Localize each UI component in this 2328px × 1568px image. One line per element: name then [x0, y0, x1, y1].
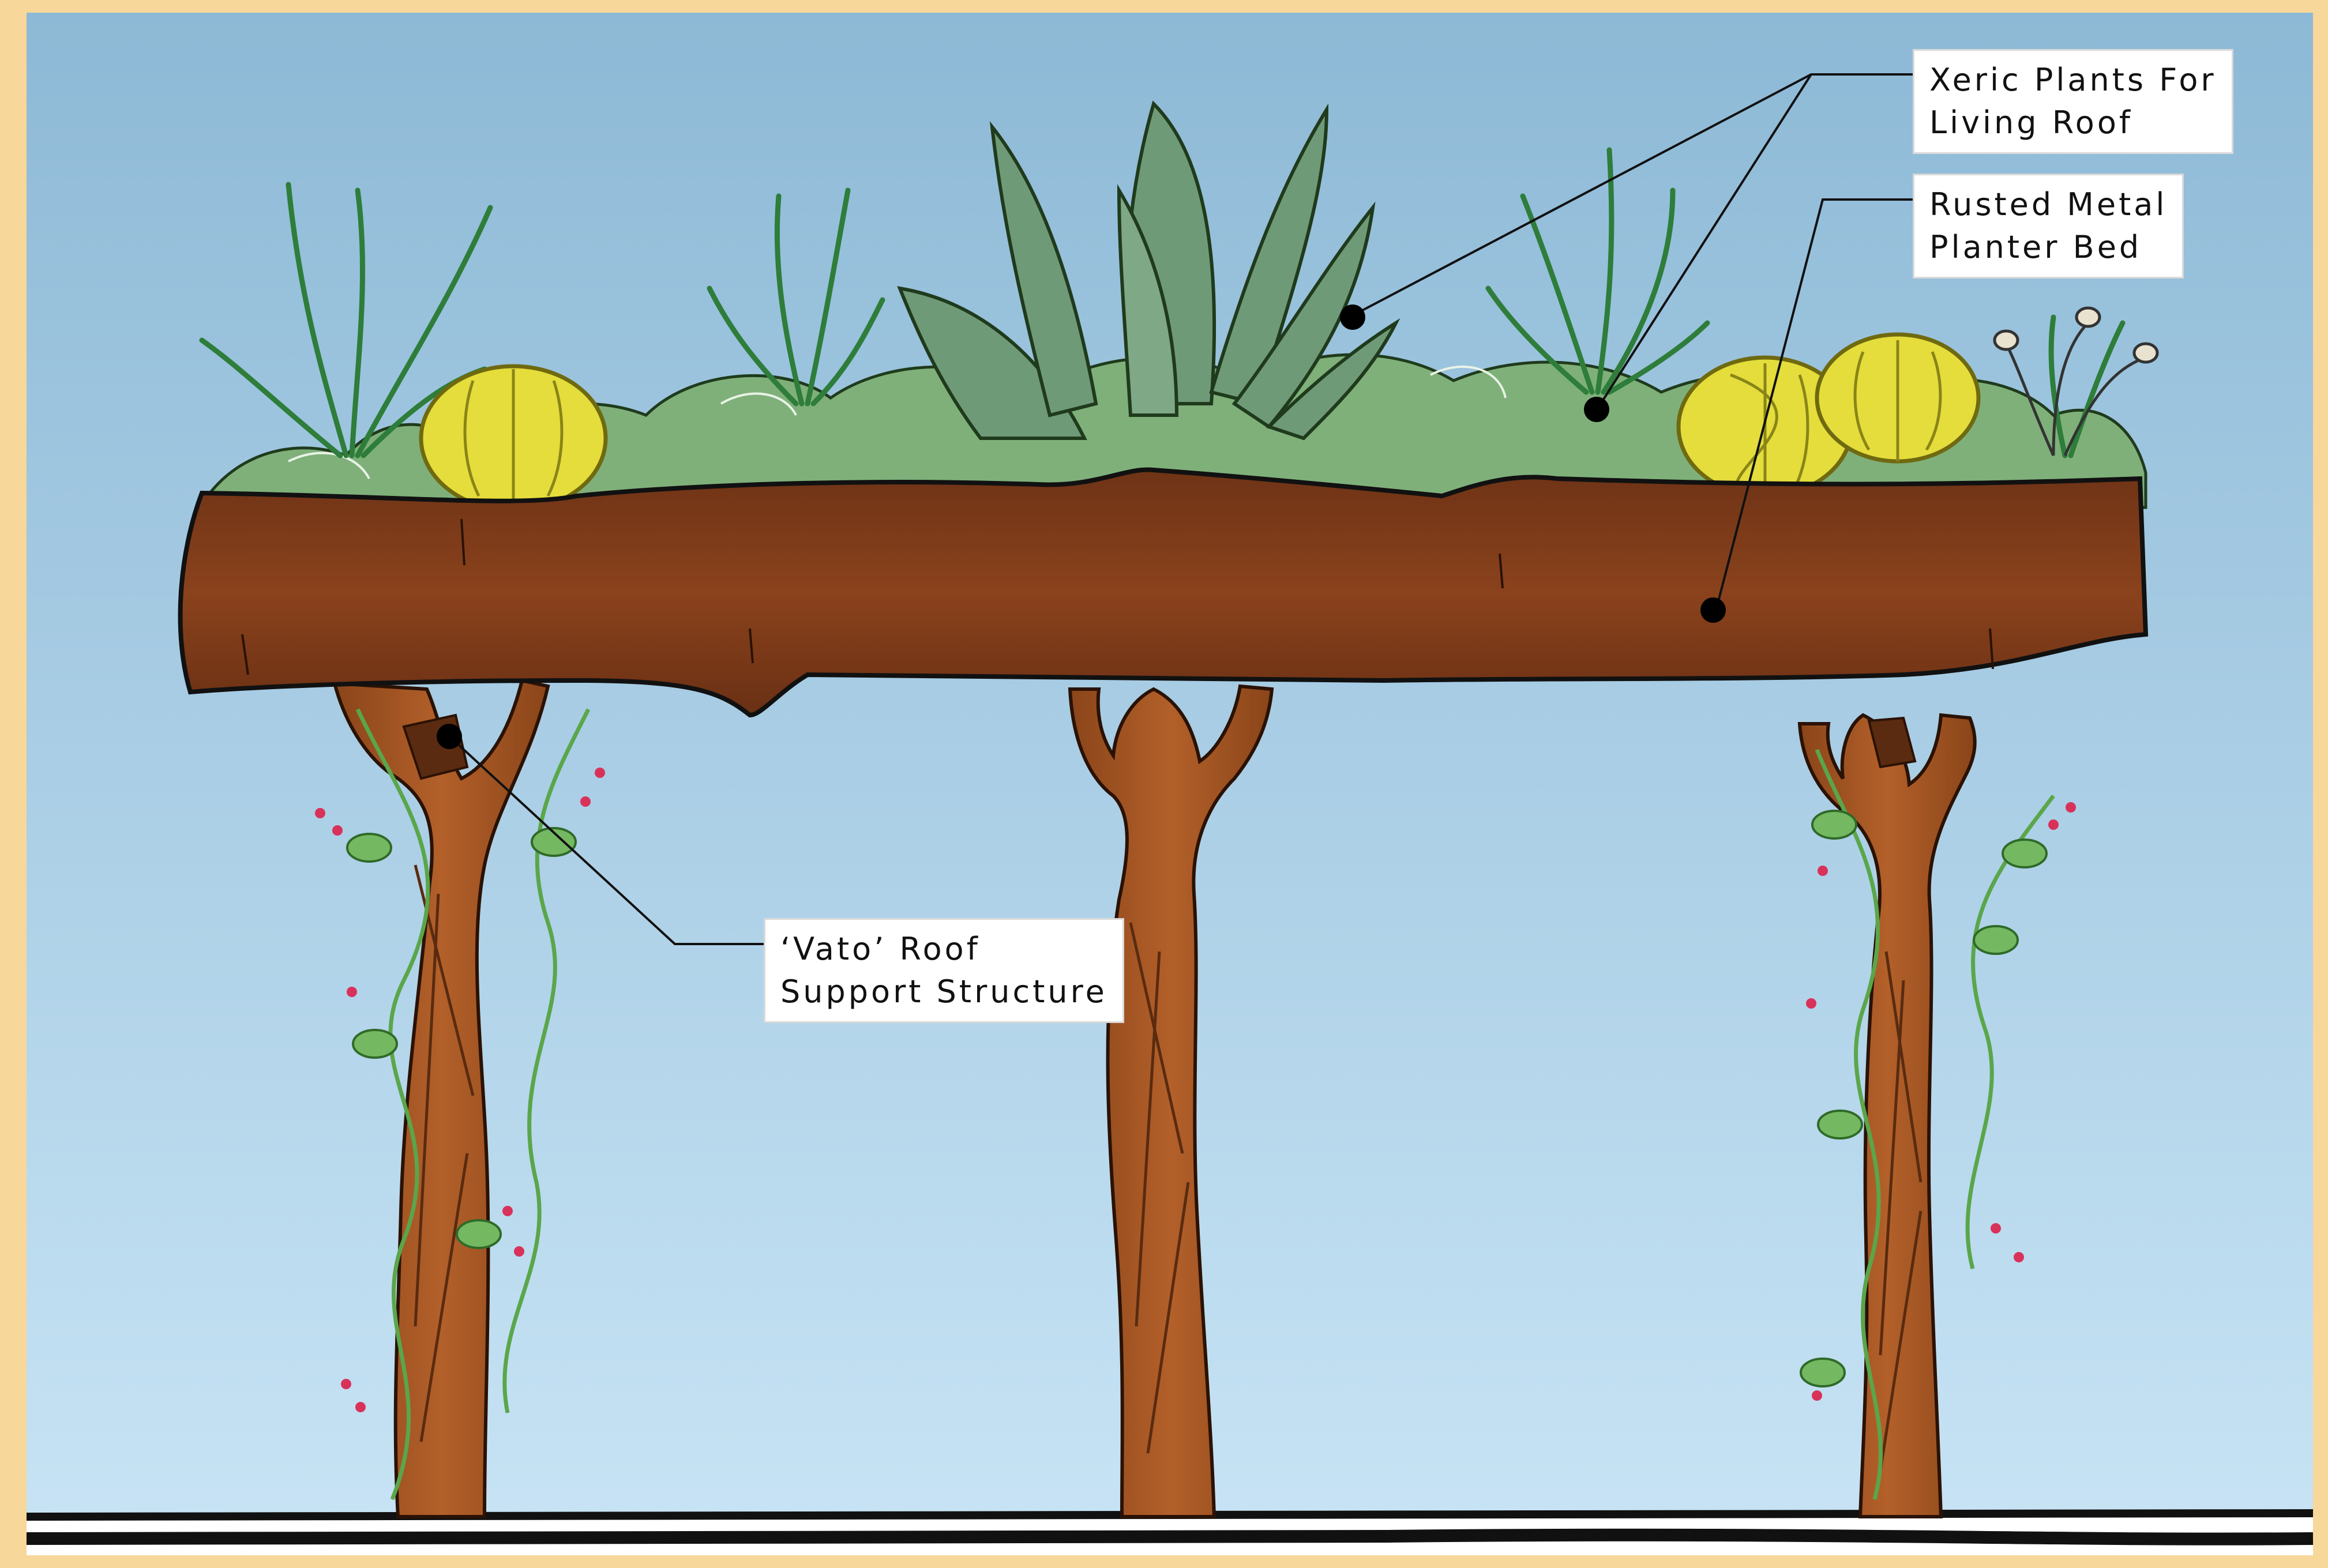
callout-xeric-line1: Xeric Plants For — [1929, 59, 2217, 101]
barrel-cactus-left — [421, 366, 606, 510]
callout-planter-line2: Planter Bed — [1929, 226, 2167, 269]
callout-vato-line2: Support Structure — [780, 971, 1107, 1013]
callout-planter-line1: Rusted Metal — [1929, 183, 2167, 226]
barrel-cactus-right-b — [1817, 334, 1978, 461]
ground-line — [27, 1513, 2313, 1555]
callout-vato-line1: ‘Vato’ Roof — [780, 928, 1107, 971]
callout-planter-bed: Rusted Metal Planter Bed — [1913, 174, 2184, 279]
callout-xeric-plants: Xeric Plants For Living Roof — [1913, 49, 2233, 154]
rusted-metal-planter-bed — [181, 470, 2146, 715]
callout-xeric-line2: Living Roof — [1929, 101, 2217, 144]
callout-vato-support: ‘Vato’ Roof Support Structure — [764, 918, 1124, 1023]
